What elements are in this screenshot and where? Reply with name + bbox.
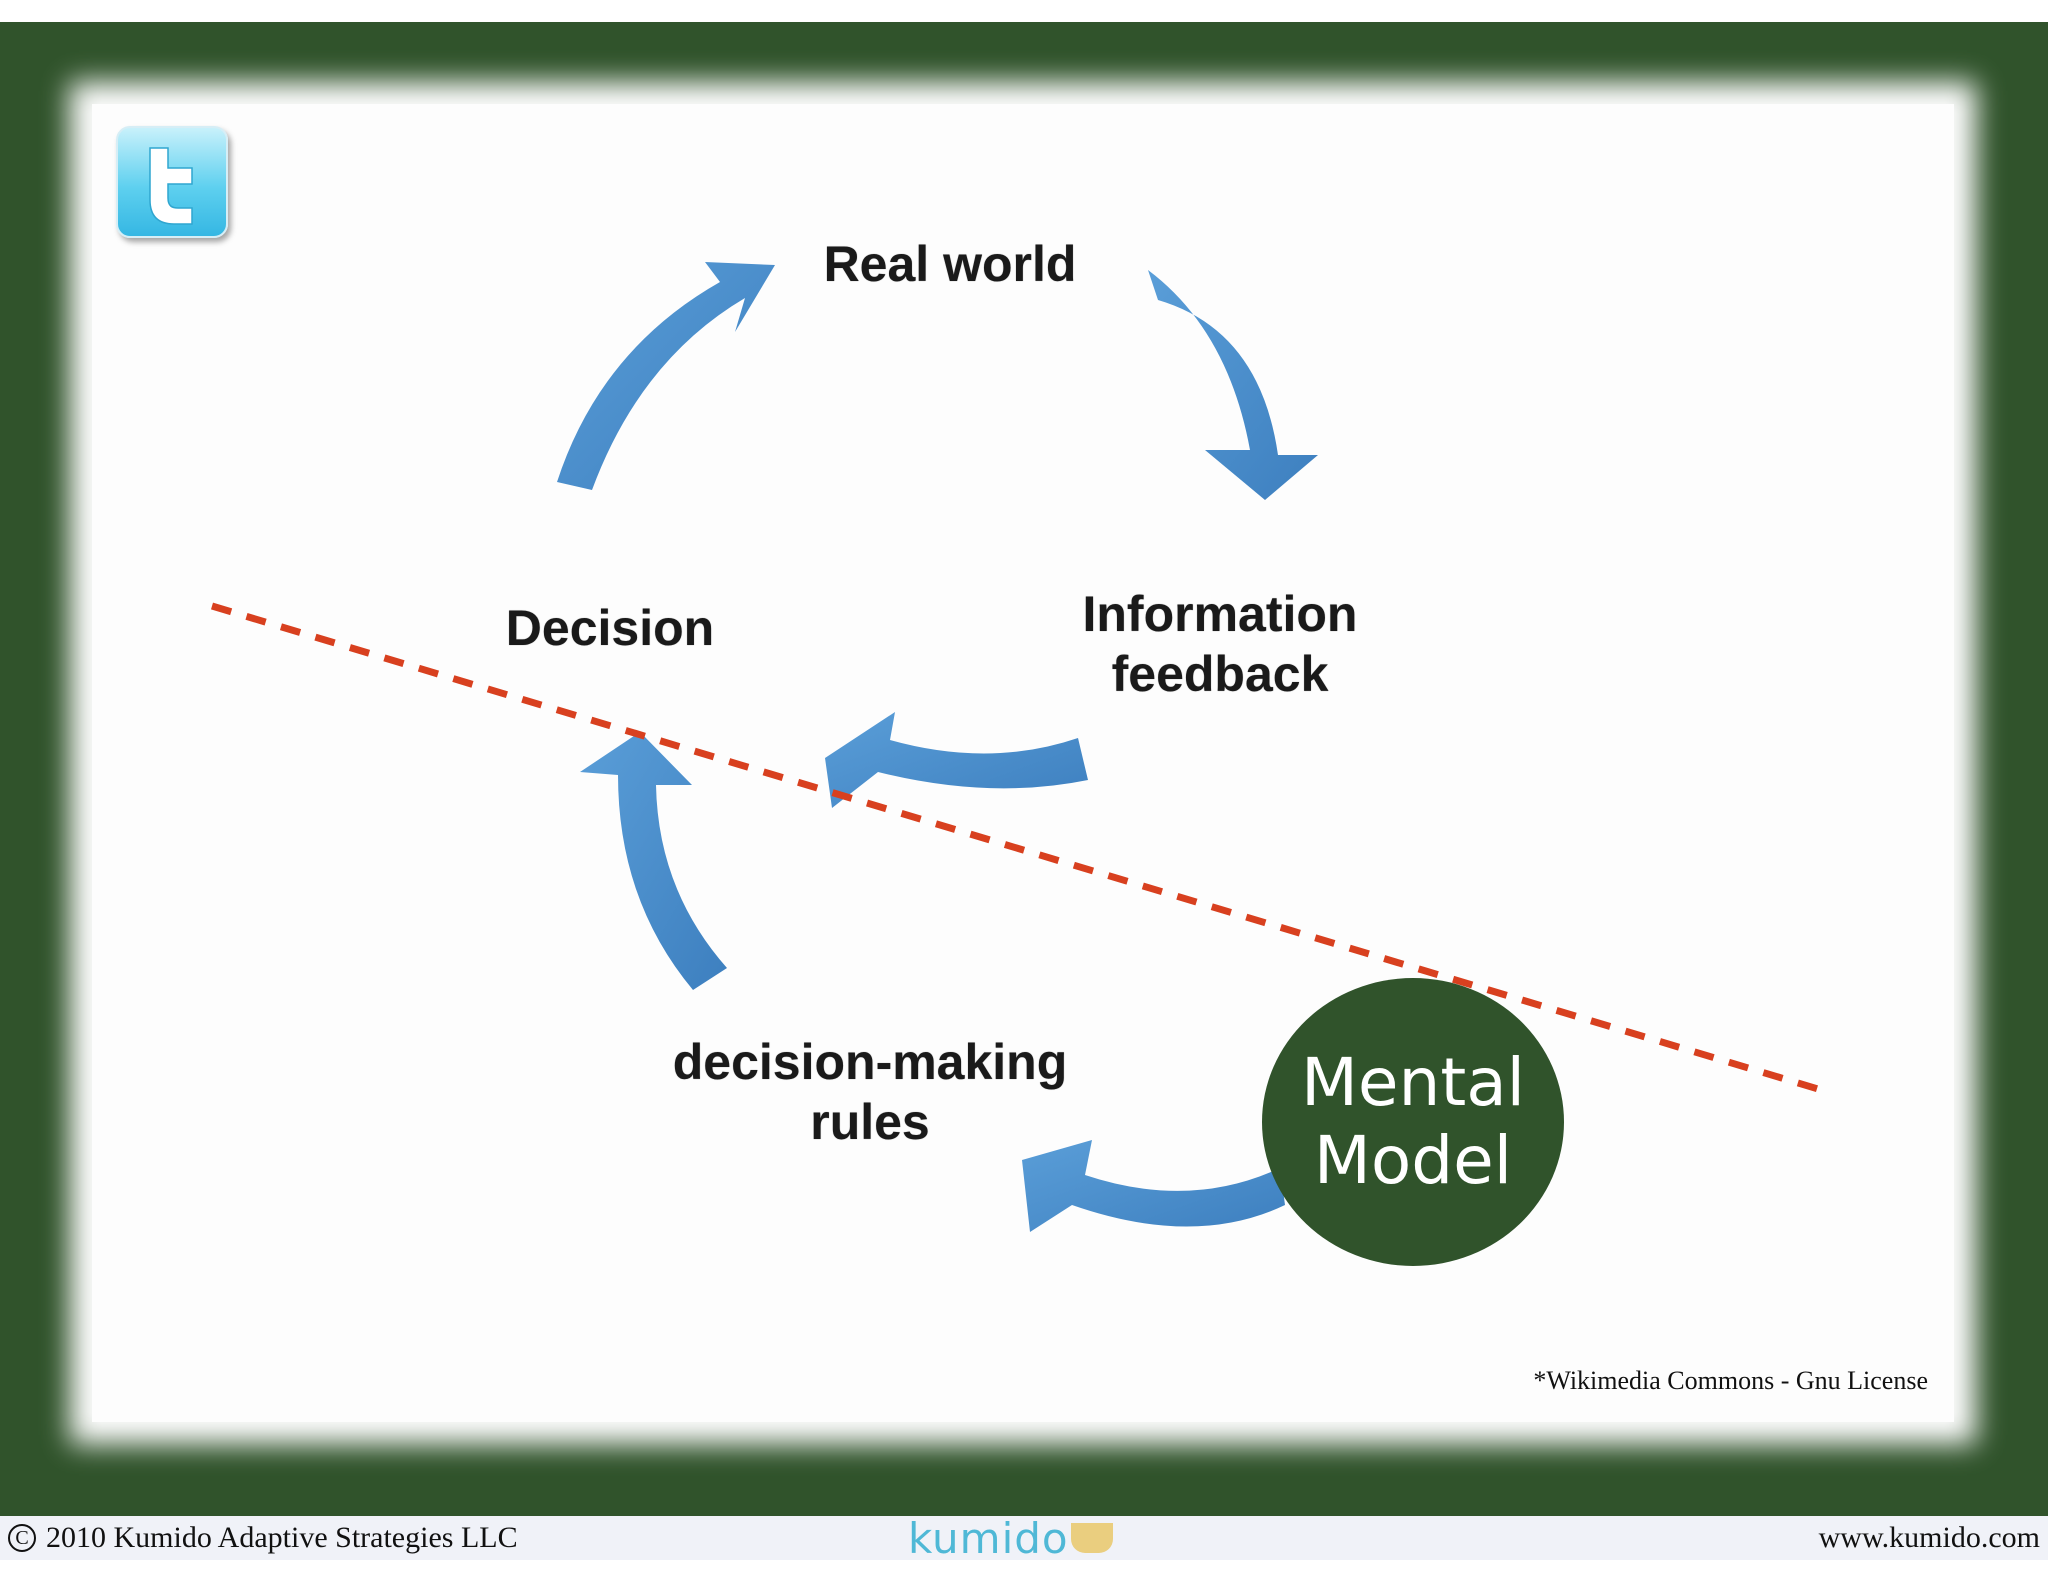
arrow-real-world-to-feedback (1148, 270, 1318, 500)
rules-line2: rules (810, 1094, 930, 1150)
copyright-icon: C (8, 1524, 36, 1552)
cup-icon (1070, 1523, 1113, 1553)
rules-line1: decision-making (672, 1034, 1068, 1090)
logo-text: kumido (908, 1513, 1069, 1563)
image-credit: *Wikimedia Commons - Gnu License (1533, 1366, 1928, 1395)
footer-bar: C 2010 Kumido Adaptive Strategies LLC ku… (0, 1513, 2048, 1563)
dashed-separator-line (210, 602, 1830, 1096)
real-world-label: Real world (823, 236, 1077, 292)
mental-model-line2: Model (1313, 1122, 1513, 1199)
footer-url[interactable]: www.kumido.com (1818, 1521, 2040, 1554)
decision-making-rules-label: decision-making rules (640, 1032, 1100, 1152)
twitter-icon[interactable] (116, 126, 228, 238)
decision-label: Decision (505, 600, 715, 656)
information-feedback-line1: Information (1082, 586, 1358, 642)
arrow-rules-to-decision (580, 732, 727, 990)
mental-model-line1: Mental (1300, 1044, 1526, 1121)
footer-copyright: C 2010 Kumido Adaptive Strategies LLC (8, 1516, 518, 1560)
mental-model-circle: Mental Model (1262, 978, 1564, 1266)
copyright-text: 2010 Kumido Adaptive Strategies LLC (46, 1521, 518, 1554)
kumido-logo[interactable]: kumido (908, 1513, 1113, 1563)
arrow-mental-model-to-rules (1022, 1140, 1285, 1232)
information-feedback-label: Information feedback (1050, 584, 1390, 704)
arrow-feedback-to-decision (825, 712, 1088, 808)
arrow-decision-to-real-world (557, 262, 775, 490)
information-feedback-line2: feedback (1111, 646, 1329, 702)
